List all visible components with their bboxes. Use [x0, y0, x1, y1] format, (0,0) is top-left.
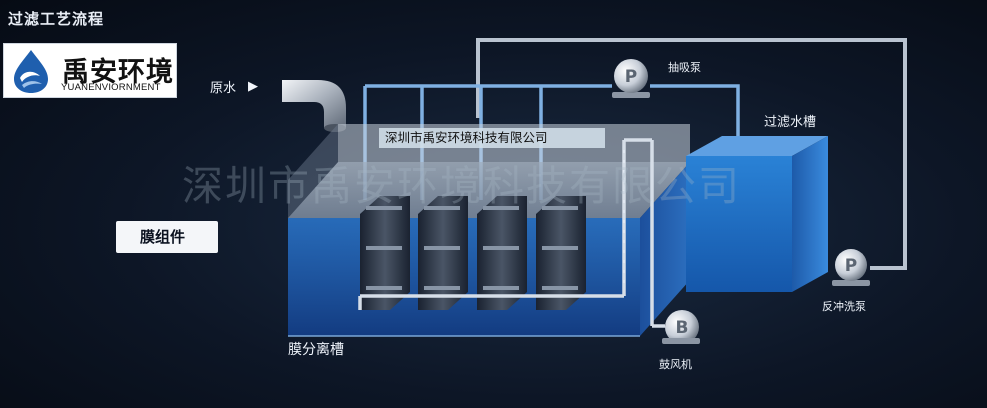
membrane-module	[360, 196, 410, 310]
raw-water-arrow-icon: ▶	[248, 79, 258, 94]
filter-tank	[686, 136, 828, 292]
suction-pump-label: 抽吸泵	[668, 61, 701, 74]
company-logo: 禹安环境 YUANENVIORNMENT	[3, 43, 177, 98]
membrane-module	[477, 196, 527, 310]
membrane-module-label: 膜组件	[116, 221, 218, 253]
membrane-module	[418, 196, 468, 310]
aeration-pipe	[358, 138, 665, 328]
separation-tank-label: 膜分离槽	[288, 342, 344, 358]
droplet-logo-icon	[14, 50, 48, 93]
pump-letters: P P B	[625, 67, 857, 338]
suction-pump	[612, 59, 650, 98]
page-title: 过滤工艺流程	[8, 10, 105, 28]
watermark: 深圳市禹安环境科技有限公司	[182, 162, 741, 210]
membrane-modules	[360, 196, 586, 310]
backwash-pump	[832, 249, 870, 286]
filter-tank-label: 过滤水槽	[764, 115, 817, 130]
raw-water-label: 原水	[210, 81, 237, 96]
blower-symbol: B	[676, 318, 689, 338]
backwash-pump-label: 反冲洗泵	[822, 300, 866, 313]
logo-name-en: YUANENVIORNMENT	[61, 82, 161, 93]
suction-pump-symbol: P	[625, 67, 637, 87]
company-name-banner: 深圳市禹安环境科技有限公司	[379, 128, 605, 148]
backwash-pump-symbol: P	[845, 256, 857, 276]
blower-unit	[662, 310, 700, 344]
blower-label: 鼓风机	[659, 358, 692, 371]
logo-name-cn: 禹安环境	[62, 57, 174, 88]
membrane-module	[536, 196, 586, 310]
return-pipe	[476, 38, 907, 270]
raw-water-elbow	[282, 80, 346, 132]
